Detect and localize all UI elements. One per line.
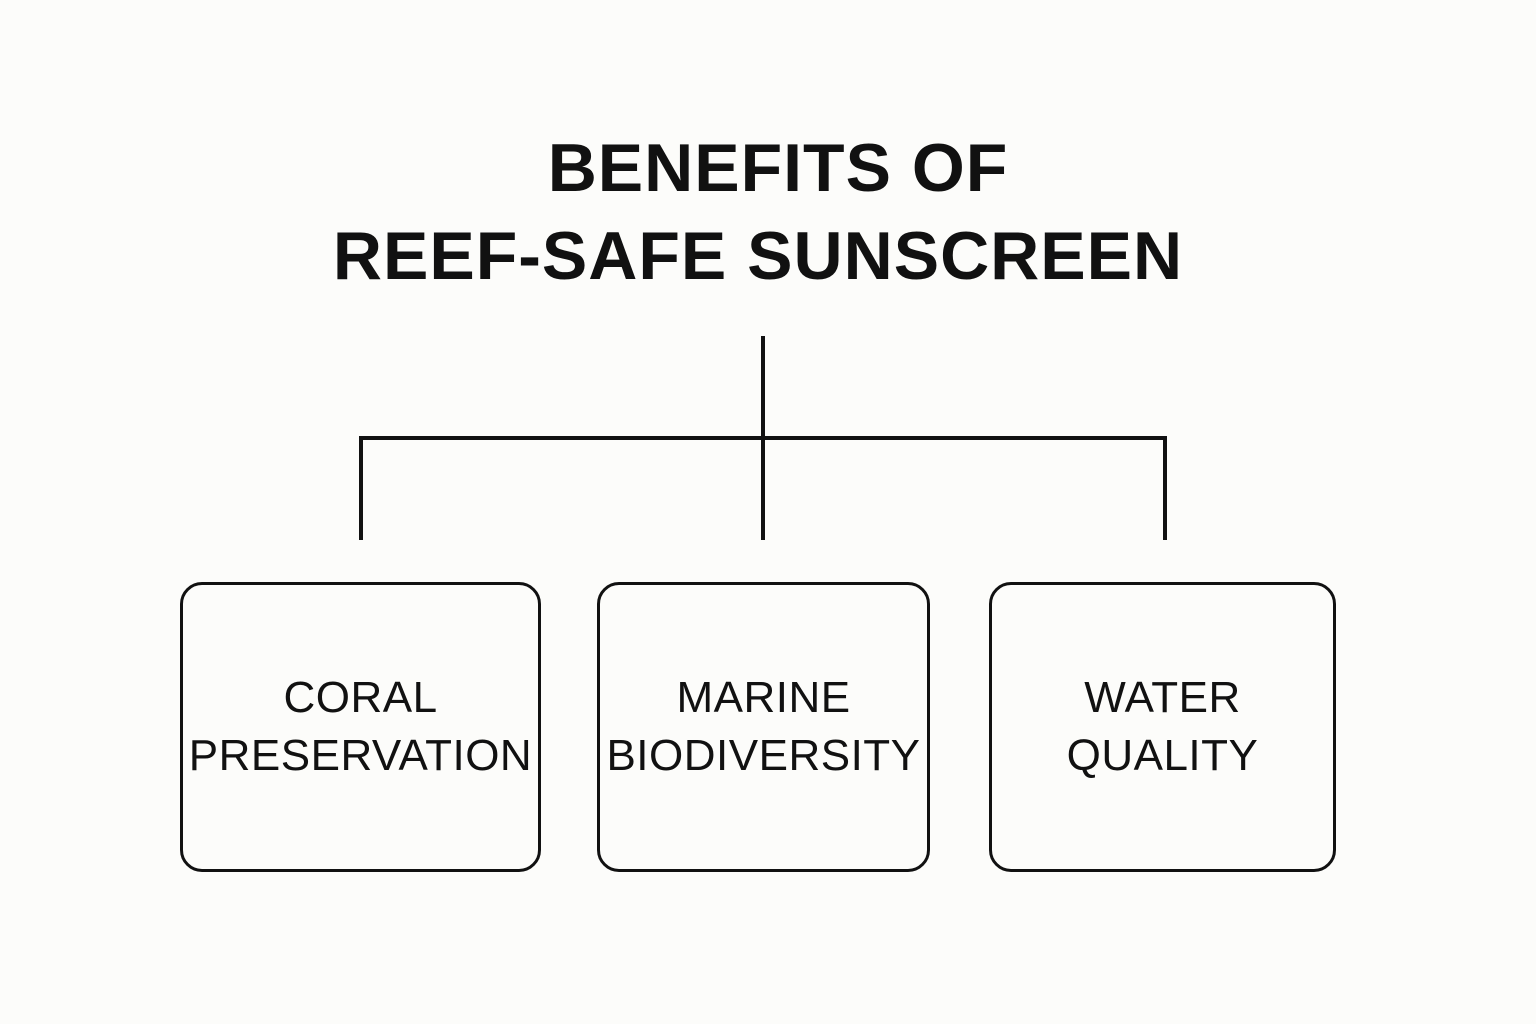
node-label-line-1: MARINE	[676, 673, 851, 722]
node-label-line-2: PRESERVATION	[188, 731, 533, 780]
node-coral-preservation: CORAL PRESERVATION	[180, 582, 541, 872]
node-marine-biodiversity: MARINE BIODIVERSITY	[597, 582, 930, 872]
diagram-title-line-2: REEF-SAFE SUNSCREEN	[332, 218, 1184, 294]
node-label-line-2: BIODIVERSITY	[606, 731, 921, 780]
diagram-title-line-1: BENEFITS OF	[547, 130, 1009, 206]
node-water-quality: WATER QUALITY	[989, 582, 1336, 872]
node-label-line-2: QUALITY	[1066, 731, 1259, 780]
node-label-line-1: WATER	[1084, 673, 1241, 722]
node-label-line-1: CORAL	[283, 673, 438, 722]
branch-connector	[359, 436, 1167, 540]
